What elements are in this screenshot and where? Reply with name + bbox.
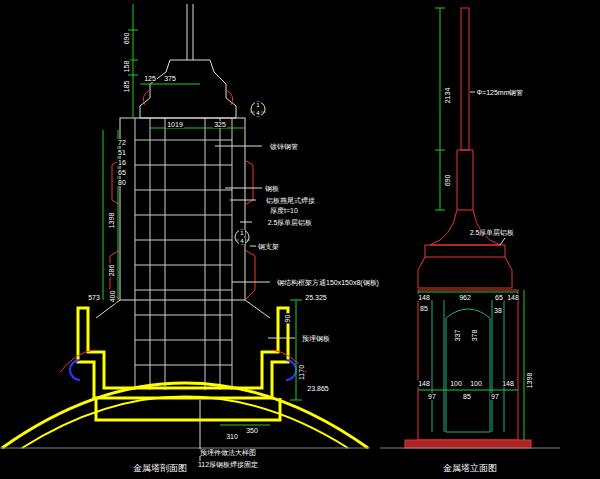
dimension: 125 (143, 75, 157, 82)
dimension: 38 (493, 307, 503, 314)
dimension: 65 (117, 169, 127, 176)
dimension: 148 (417, 294, 431, 301)
dimension: 1398 (108, 211, 115, 229)
note: 2.5厚单层铝板 (267, 219, 314, 226)
dimension: 51 (117, 149, 127, 156)
note: 预埋钢板 (301, 335, 331, 342)
callout-number: 4 (255, 110, 260, 116)
elevation-mark: 23.865 (306, 385, 329, 392)
dimension: 97 (427, 393, 437, 400)
callout-number: 1 (239, 230, 244, 236)
dimension: 16 (117, 159, 127, 166)
dimension: 2134 (444, 86, 451, 104)
dimension: 100 (449, 380, 463, 387)
dimension: 100 (469, 380, 483, 387)
note: 112厚钢板焊接固定 (197, 461, 259, 468)
dimension: 690 (445, 173, 452, 187)
dimension: 90 (284, 313, 291, 323)
dimension: 1170 (299, 363, 306, 380)
dimension: 962 (458, 294, 472, 301)
dimension: 148 (506, 294, 520, 301)
note: Φ=125mm钢管 (475, 89, 524, 96)
dimension: 97 (490, 393, 500, 400)
note: 厚度t=10 (269, 207, 299, 214)
dimension: 80 (117, 179, 127, 186)
dimension: 286 (109, 263, 116, 277)
note: 2.5厚单层铝板 (469, 229, 516, 236)
dimension: 325 (213, 121, 227, 128)
dimension: 400 (110, 289, 117, 303)
callout-number: 1 (255, 102, 260, 108)
dimension: 375 (163, 75, 177, 82)
note: 预埋件做法大样图 (199, 449, 257, 456)
dimension: 1398 (526, 371, 533, 389)
dimension: 148 (417, 380, 431, 387)
dimension: 310 (225, 433, 239, 440)
dimension: 158 (124, 59, 131, 73)
dimension: 185 (124, 79, 131, 93)
elevation-view (380, 8, 560, 448)
section-view (0, 4, 370, 462)
dimension: 148 (501, 380, 515, 387)
dimension: 85 (419, 305, 429, 312)
note: 钢支架 (257, 243, 280, 250)
dimension: 337 (455, 328, 462, 342)
dimension: 350 (245, 427, 259, 434)
dimension: 690 (124, 31, 131, 45)
dimension: 1019 (166, 121, 184, 128)
note: 铝板燕尾式焊接 (265, 197, 316, 204)
callout-number: 4 (239, 238, 244, 244)
note: 钢板 (264, 185, 280, 192)
dimension: 573 (87, 294, 101, 301)
elevation-mark: 25.325 (304, 294, 327, 301)
dimension: 65 (494, 294, 504, 301)
note: 镀锌钢管 (269, 143, 299, 150)
drawing-caption: 金属塔立面图 (442, 464, 498, 473)
dimension: 85 (462, 393, 472, 400)
dimension: 378 (472, 328, 479, 342)
drawing-caption: 金属塔剖面图 (132, 464, 188, 473)
note: 钢结构框架方通150x150x8(钢板) (276, 279, 380, 286)
dimension: 72 (117, 139, 127, 146)
